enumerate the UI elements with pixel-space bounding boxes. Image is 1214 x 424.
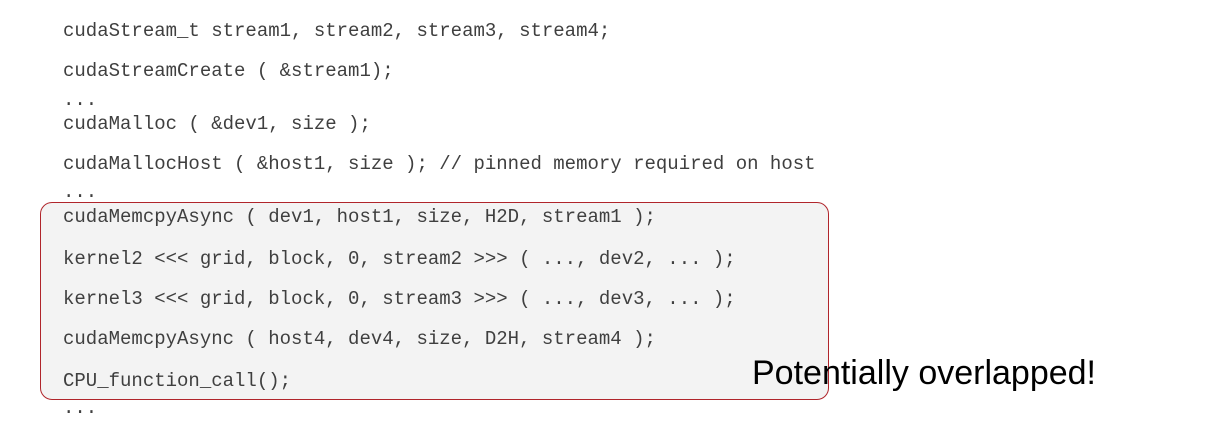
code-line-cpu-call: CPU_function_call(); bbox=[63, 370, 292, 392]
code-line-memcpy-h2d: cudaMemcpyAsync ( dev1, host1, size, H2D… bbox=[63, 206, 656, 228]
code-line-stream-create: cudaStreamCreate ( &stream1); bbox=[63, 60, 394, 82]
overlap-highlight-box bbox=[40, 202, 829, 400]
code-line-kernel3: kernel3 <<< grid, block, 0, stream3 >>> … bbox=[63, 288, 736, 310]
code-line-ellipsis: ... bbox=[63, 397, 98, 419]
code-line-ellipsis: ... bbox=[63, 89, 98, 111]
code-line-stream-declaration: cudaStream_t stream1, stream2, stream3, … bbox=[63, 20, 611, 42]
code-line-malloc: cudaMalloc ( &dev1, size ); bbox=[63, 113, 371, 135]
overlap-callout: Potentially overlapped! bbox=[752, 354, 1097, 392]
code-line-ellipsis: ... bbox=[63, 181, 98, 203]
code-line-malloc-host: cudaMallocHost ( &host1, size ); // pinn… bbox=[63, 153, 816, 175]
code-line-memcpy-d2h: cudaMemcpyAsync ( host4, dev4, size, D2H… bbox=[63, 328, 656, 350]
code-line-kernel2: kernel2 <<< grid, block, 0, stream2 >>> … bbox=[63, 248, 736, 270]
